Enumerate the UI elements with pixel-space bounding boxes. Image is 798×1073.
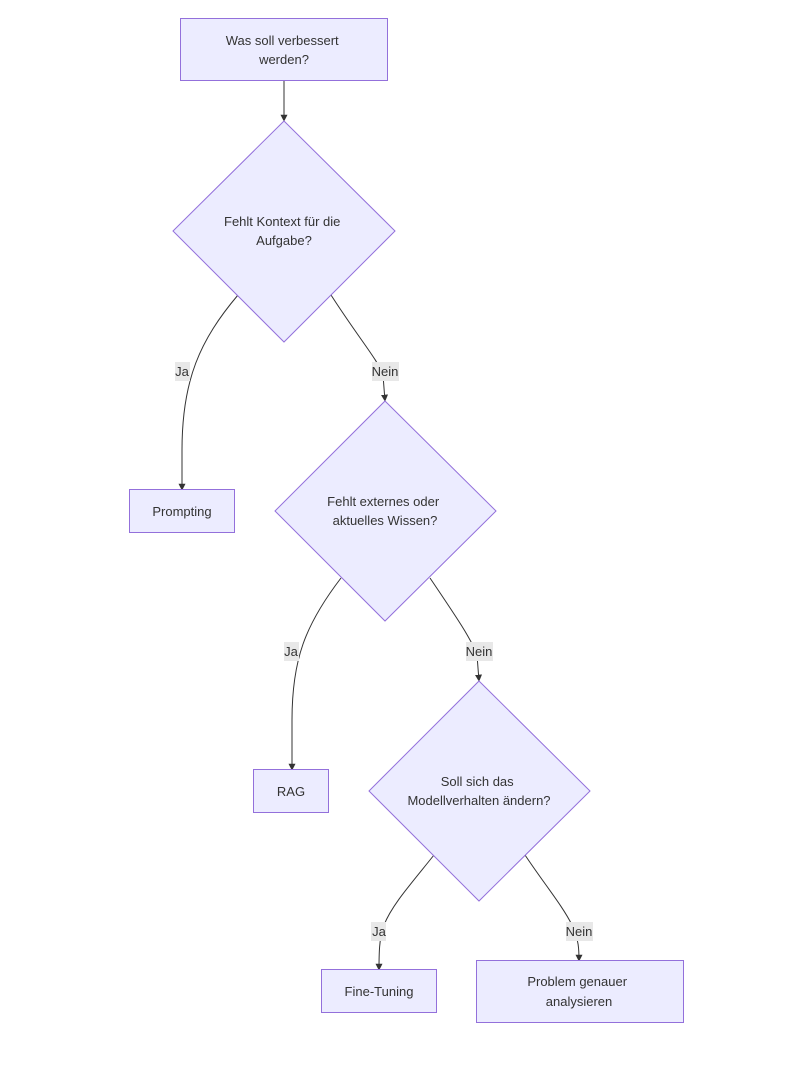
edge-label-knowledge-yes-text: Ja (284, 644, 299, 659)
result-finetuning-node: Fine-Tuning (321, 969, 437, 1013)
start-node: Was soll verbessert werden? (180, 18, 388, 81)
edge-knowledge-no (429, 577, 483, 682)
decision-behavior-line1: Soll sich das (441, 774, 514, 789)
result-rag-node: RAG (253, 769, 329, 813)
edge-label-context-yes-text: Ja (175, 364, 190, 379)
decision-behavior-text: Soll sich das Modellverhalten ändern? (407, 774, 550, 808)
decision-knowledge-node: Fehlt externes oder aktuelles Wissen? (274, 400, 497, 622)
decision-knowledge-text: Fehlt externes oder aktuelles Wissen? (327, 494, 443, 528)
edge-label-context-no: Nein (372, 362, 399, 381)
decision-context-text: Fehlt Kontext für die Aufgabe? (224, 214, 344, 248)
edge-behavior-no (524, 854, 583, 962)
result-analyze-line1: Problem genauer (527, 974, 627, 989)
result-prompting-node: Prompting (129, 489, 235, 533)
edge-label-knowledge-yes: Ja (284, 642, 299, 661)
decision-context-line1: Fehlt Kontext für die (224, 214, 340, 229)
result-finetuning-text: Fine-Tuning (345, 984, 414, 999)
result-analyze-text: Problem genauer analysieren (527, 974, 630, 1009)
decision-behavior-node: Soll sich das Modellverhalten ändern? (368, 680, 591, 902)
decision-knowledge-line2: aktuelles Wissen? (333, 513, 438, 528)
edge-label-knowledge-no-text: Nein (466, 644, 493, 659)
start-node-line2: werden? (258, 52, 309, 67)
edge-label-knowledge-no: Nein (466, 642, 493, 661)
result-rag-text: RAG (277, 784, 305, 799)
result-analyze-node: Problem genauer analysieren (476, 960, 684, 1023)
edge-label-context-yes: Ja (175, 362, 190, 381)
edge-context-yes (178, 294, 239, 491)
result-prompting-text: Prompting (152, 504, 211, 519)
edge-behavior-yes (375, 854, 435, 971)
edge-label-behavior-yes-text: Ja (372, 924, 387, 939)
edge-label-behavior-no: Nein (566, 922, 593, 941)
edge-label-context-no-text: Nein (372, 364, 399, 379)
start-node-text: Was soll verbessert werden? (226, 33, 343, 67)
decision-context-line2: Aufgabe? (256, 233, 312, 248)
edge-label-behavior-yes: Ja (371, 922, 387, 941)
edge-context-no (330, 294, 389, 402)
start-node-line1: Was soll verbessert (226, 33, 339, 48)
decision-knowledge-line1: Fehlt externes oder (327, 494, 440, 509)
result-analyze-line2: analysieren (546, 994, 613, 1009)
edge-knowledge-yes (288, 577, 342, 771)
edge-label-behavior-no-text: Nein (566, 924, 593, 939)
decision-context-node: Fehlt Kontext für die Aufgabe? (172, 120, 396, 343)
decision-behavior-line2: Modellverhalten ändern? (407, 793, 550, 808)
